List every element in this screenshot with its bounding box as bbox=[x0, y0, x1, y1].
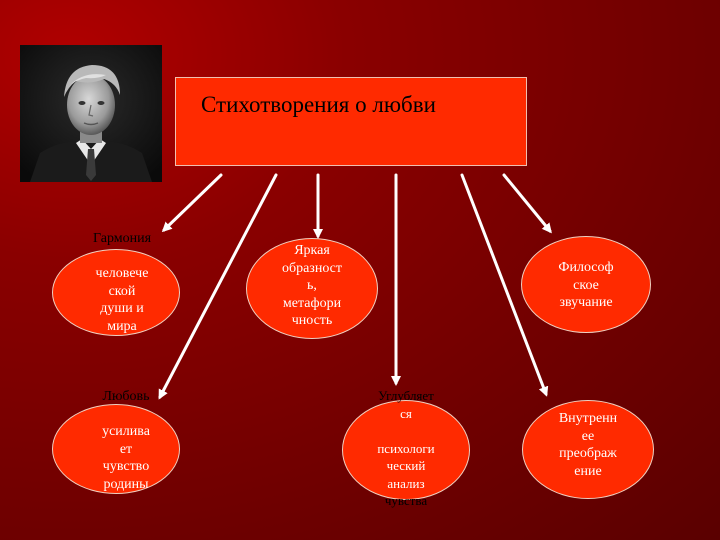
node-philosophy-line-3: звучание bbox=[559, 295, 613, 310]
node-psychology-line-5: ческий bbox=[386, 458, 426, 473]
node-transformation-line-4: ение bbox=[574, 463, 602, 479]
node-harmony-line-3: человече bbox=[95, 266, 149, 281]
node-homeland-line-6: родины bbox=[103, 476, 149, 492]
node-psychology-text: Углубляет ся ​ психологи ческий анализ ч… bbox=[346, 387, 466, 510]
node-philosophy-ellipse bbox=[521, 236, 651, 333]
node-transformation-line-2: ее bbox=[581, 428, 595, 444]
node-transformation-text: Внутренн ее преображ ение bbox=[528, 410, 648, 480]
portrait-photo bbox=[20, 45, 162, 182]
node-psychology-line-3: ​ bbox=[346, 422, 466, 440]
node-harmony-line-4: ской bbox=[108, 283, 136, 299]
arrow-to-transformation bbox=[460, 173, 549, 397]
node-imagery-line-2: образност bbox=[281, 260, 343, 276]
title-text: Стихотворения о любви bbox=[201, 92, 436, 117]
node-psychology-line-2: ся bbox=[400, 405, 412, 421]
node-imagery-line-4: метафори bbox=[282, 295, 342, 311]
node-harmony-line-5: души и bbox=[100, 301, 144, 316]
node-philosophy-line-2: ское bbox=[573, 277, 599, 293]
node-homeland-line-1: Любовь bbox=[102, 389, 150, 404]
node-harmony-line-6: мира bbox=[107, 318, 137, 334]
node-psychology-line-4: психологи bbox=[377, 440, 435, 456]
arrow-to-philosophy bbox=[502, 173, 552, 234]
node-philosophy-text: Философ ское звучание bbox=[526, 259, 646, 312]
arrow-to-harmony bbox=[161, 173, 223, 233]
node-homeland-line-5: чувство bbox=[102, 459, 150, 474]
node-imagery-line-1: Яркая bbox=[294, 243, 330, 258]
title-box: Стихотворения о любви bbox=[175, 77, 527, 166]
node-harmony-text: Гармония ​ человече ской души и мира bbox=[62, 230, 182, 335]
node-transformation-line-3: преображ bbox=[559, 446, 617, 461]
node-homeland-line-4: ет bbox=[119, 441, 133, 457]
node-homeland-ellipse bbox=[52, 404, 180, 494]
node-psychology-line-7: чувства bbox=[384, 493, 428, 508]
node-homeland-line-2: ​ bbox=[66, 406, 186, 424]
node-psychology-line-6: анализ bbox=[387, 475, 425, 491]
node-harmony-line-1: Гармония bbox=[92, 231, 152, 246]
node-imagery-line-3: ь, bbox=[307, 278, 317, 293]
node-imagery-line-5: чность bbox=[291, 313, 333, 328]
node-philosophy-line-1: Философ bbox=[558, 260, 614, 275]
arrow-to-homeland bbox=[158, 173, 278, 400]
node-transformation-line-1: Внутренн bbox=[558, 411, 618, 426]
node-imagery-ellipse bbox=[246, 238, 378, 339]
node-harmony-line-2: ​ bbox=[62, 248, 182, 266]
node-homeland-line-3: усилива bbox=[102, 424, 150, 439]
node-transformation-ellipse bbox=[522, 400, 654, 499]
node-imagery-text: Яркая образност ь, метафори чность bbox=[252, 242, 372, 330]
node-psychology-ellipse bbox=[342, 400, 470, 500]
node-psychology-line-1: Углубляет bbox=[378, 388, 434, 403]
node-homeland-text: Любовь ​ усилива ет чувство родины bbox=[66, 388, 186, 493]
node-harmony-ellipse bbox=[52, 249, 180, 336]
